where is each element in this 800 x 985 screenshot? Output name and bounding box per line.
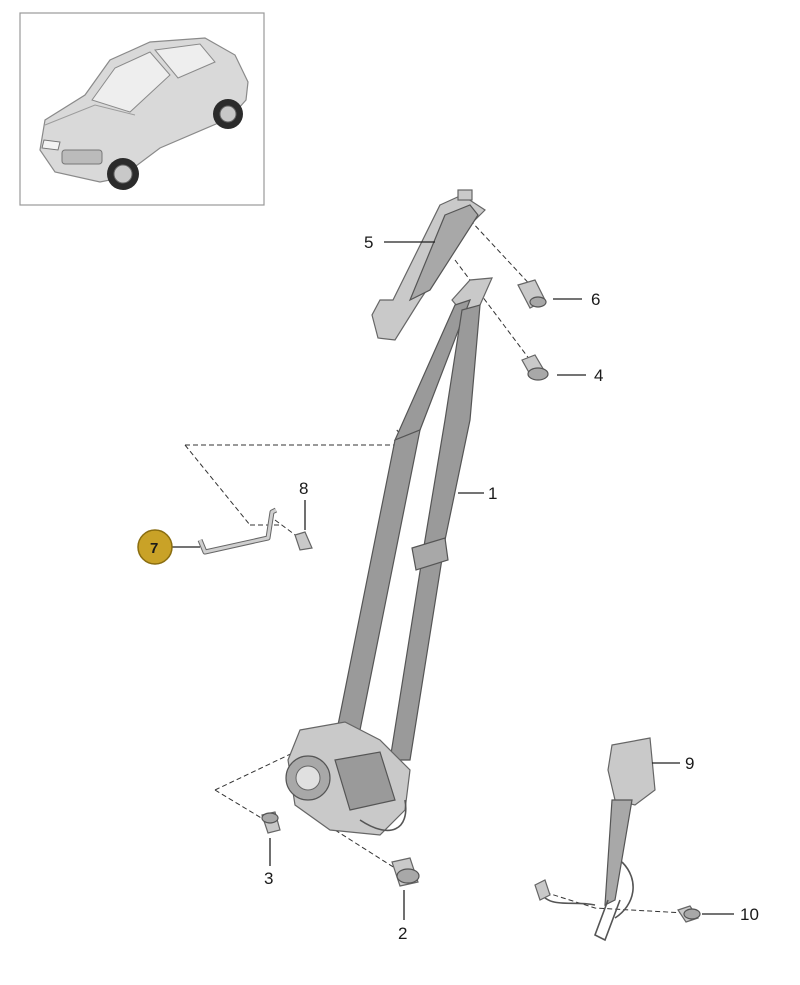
callout-9[interactable]: 9	[685, 754, 694, 773]
suv-car-icon	[39, 37, 249, 190]
bolt-part-3[interactable]	[261, 811, 281, 834]
callout-6[interactable]: 6	[591, 290, 600, 309]
callout-10[interactable]: 10	[740, 905, 759, 924]
part-buckle[interactable]	[534, 737, 656, 942]
leader-lines	[172, 241, 734, 920]
callout-labels: 1 2 3 4 5 6 7 8 9 10	[137, 233, 759, 943]
vehicle-thumbnail[interactable]	[19, 12, 265, 206]
callout-4[interactable]: 4	[594, 366, 603, 385]
part-bracket[interactable]	[197, 507, 278, 555]
bolt-part-8[interactable]	[294, 531, 313, 551]
callout-7-highlight[interactable]: 7	[137, 529, 173, 565]
part-retractor[interactable]	[285, 721, 411, 836]
bolt-part-6[interactable]	[517, 279, 547, 309]
callout-8[interactable]: 8	[299, 479, 308, 498]
callout-2[interactable]: 2	[398, 924, 407, 943]
callout-5[interactable]: 5	[364, 233, 373, 252]
bolt-part-10[interactable]	[677, 905, 701, 923]
bolt-part-2[interactable]	[391, 857, 420, 887]
part-height-adjuster[interactable]	[371, 189, 486, 341]
callout-7: 7	[150, 540, 158, 557]
bolt-part-4[interactable]	[521, 354, 549, 381]
callout-1[interactable]: 1	[488, 484, 497, 503]
part-seat-belt[interactable]	[334, 277, 493, 761]
callout-3[interactable]: 3	[264, 869, 273, 888]
